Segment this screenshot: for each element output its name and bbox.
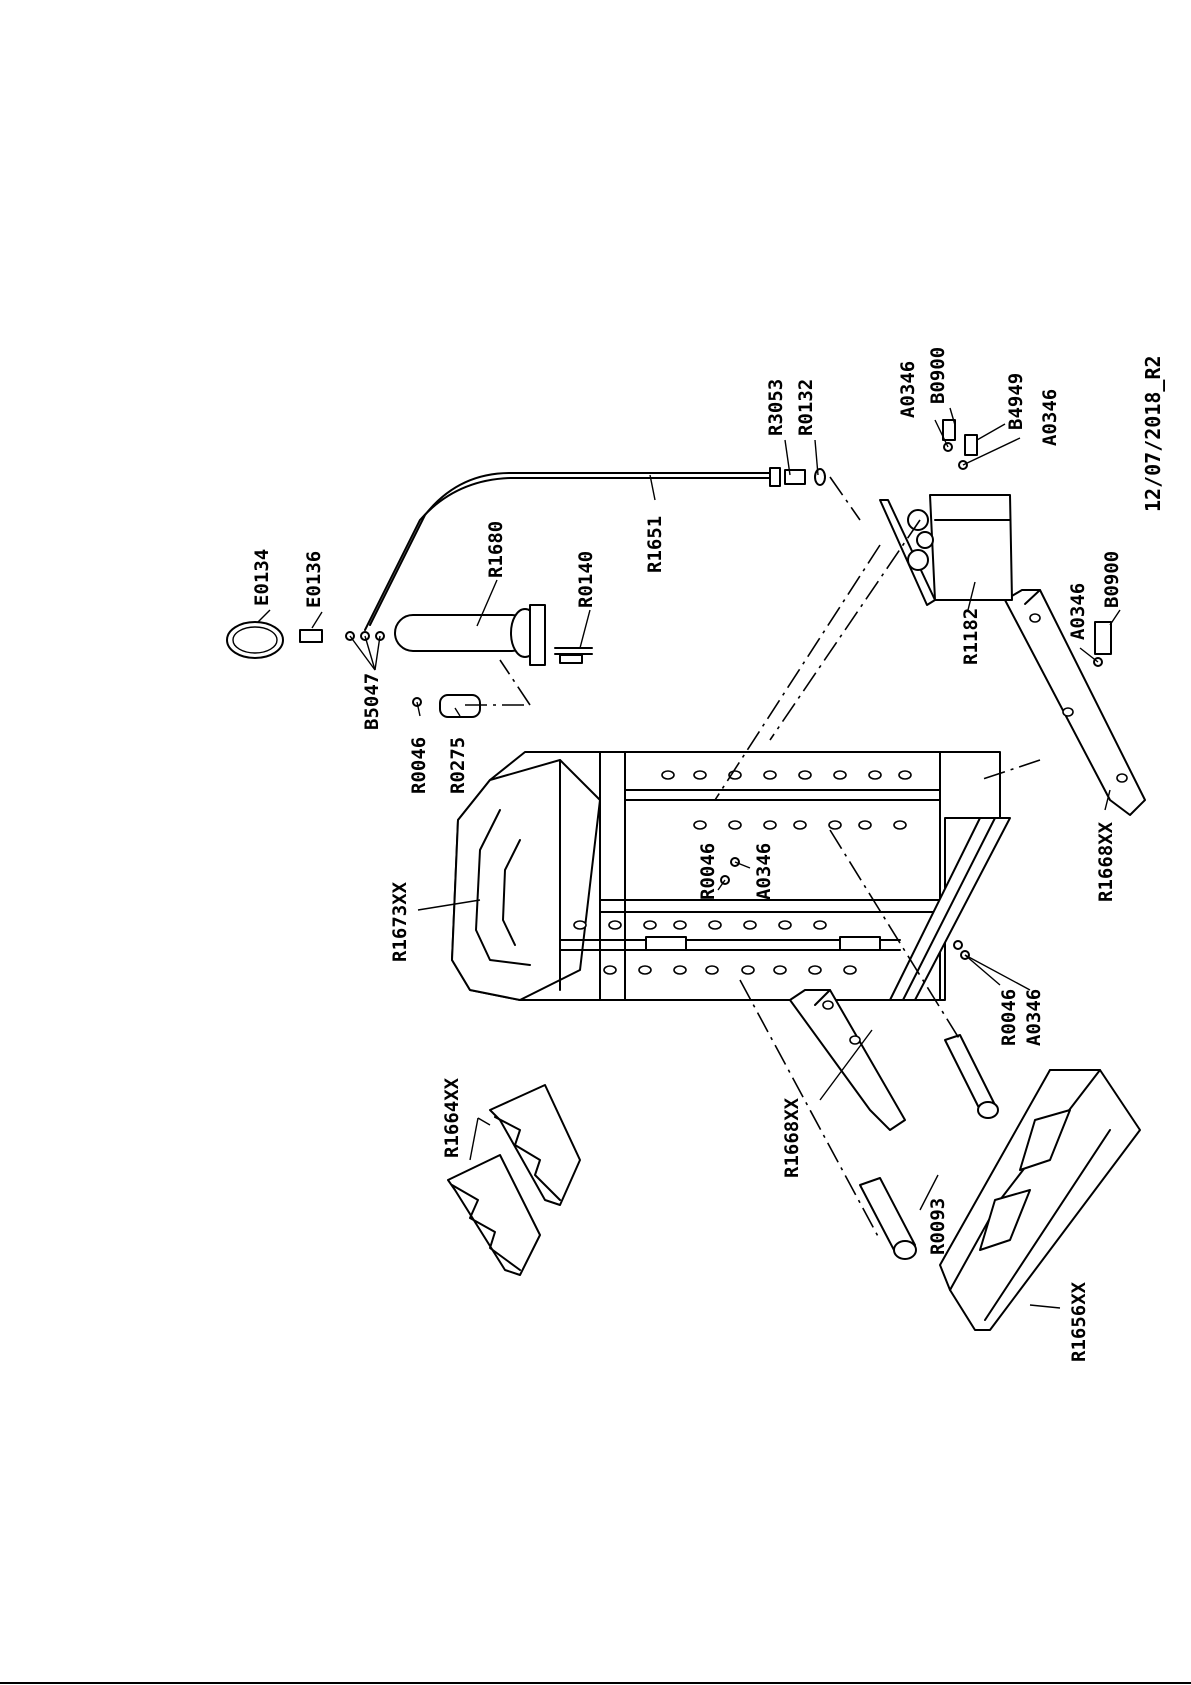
callout-r1664xx: R1664XX	[441, 1077, 463, 1158]
callout-e0134: E0134	[251, 549, 273, 606]
callout-a0346-valve: A0346	[1039, 389, 1061, 446]
callout-b4949: B4949	[1005, 373, 1027, 430]
hose-fittings	[770, 468, 825, 486]
callout-r0140: R0140	[575, 551, 597, 608]
callout-r0046-low: R0046	[998, 989, 1020, 1046]
callout-r1668xx-left: R1668XX	[781, 1097, 803, 1178]
callout-e0136: E0136	[303, 551, 325, 608]
callout-r1182: R1182	[960, 608, 982, 665]
callout-a0346-mid: A0346	[753, 843, 775, 900]
callout-b0900-right: B0900	[1101, 551, 1123, 608]
callout-r0275: R0275	[447, 737, 469, 794]
callout-a0346-low: A0346	[1023, 989, 1045, 1046]
callout-r0093: R0093	[927, 1198, 949, 1255]
callout-r1651: R1651	[644, 516, 666, 573]
callout-a0346-right: A0346	[1067, 583, 1089, 640]
callout-b0900-top: B0900	[927, 347, 949, 404]
callout-r1668xx-right: R1668XX	[1095, 821, 1117, 902]
callout-r1673xx: R1673XX	[389, 881, 411, 962]
press-frame	[452, 752, 1010, 1000]
callout-r3053: R3053	[765, 379, 787, 436]
callout-r0132: R0132	[795, 379, 817, 436]
callout-a0346-top: A0346	[897, 361, 919, 418]
callout-r0046-mid: R0046	[697, 843, 719, 900]
callout-r1656xx: R1656XX	[1068, 1281, 1090, 1362]
callout-r0046-top: R0046	[408, 737, 430, 794]
callout-b5047: B5047	[361, 673, 383, 730]
callout-r1680: R1680	[485, 521, 507, 578]
revision-stamp: 12/07/2018_R2	[1141, 355, 1165, 512]
